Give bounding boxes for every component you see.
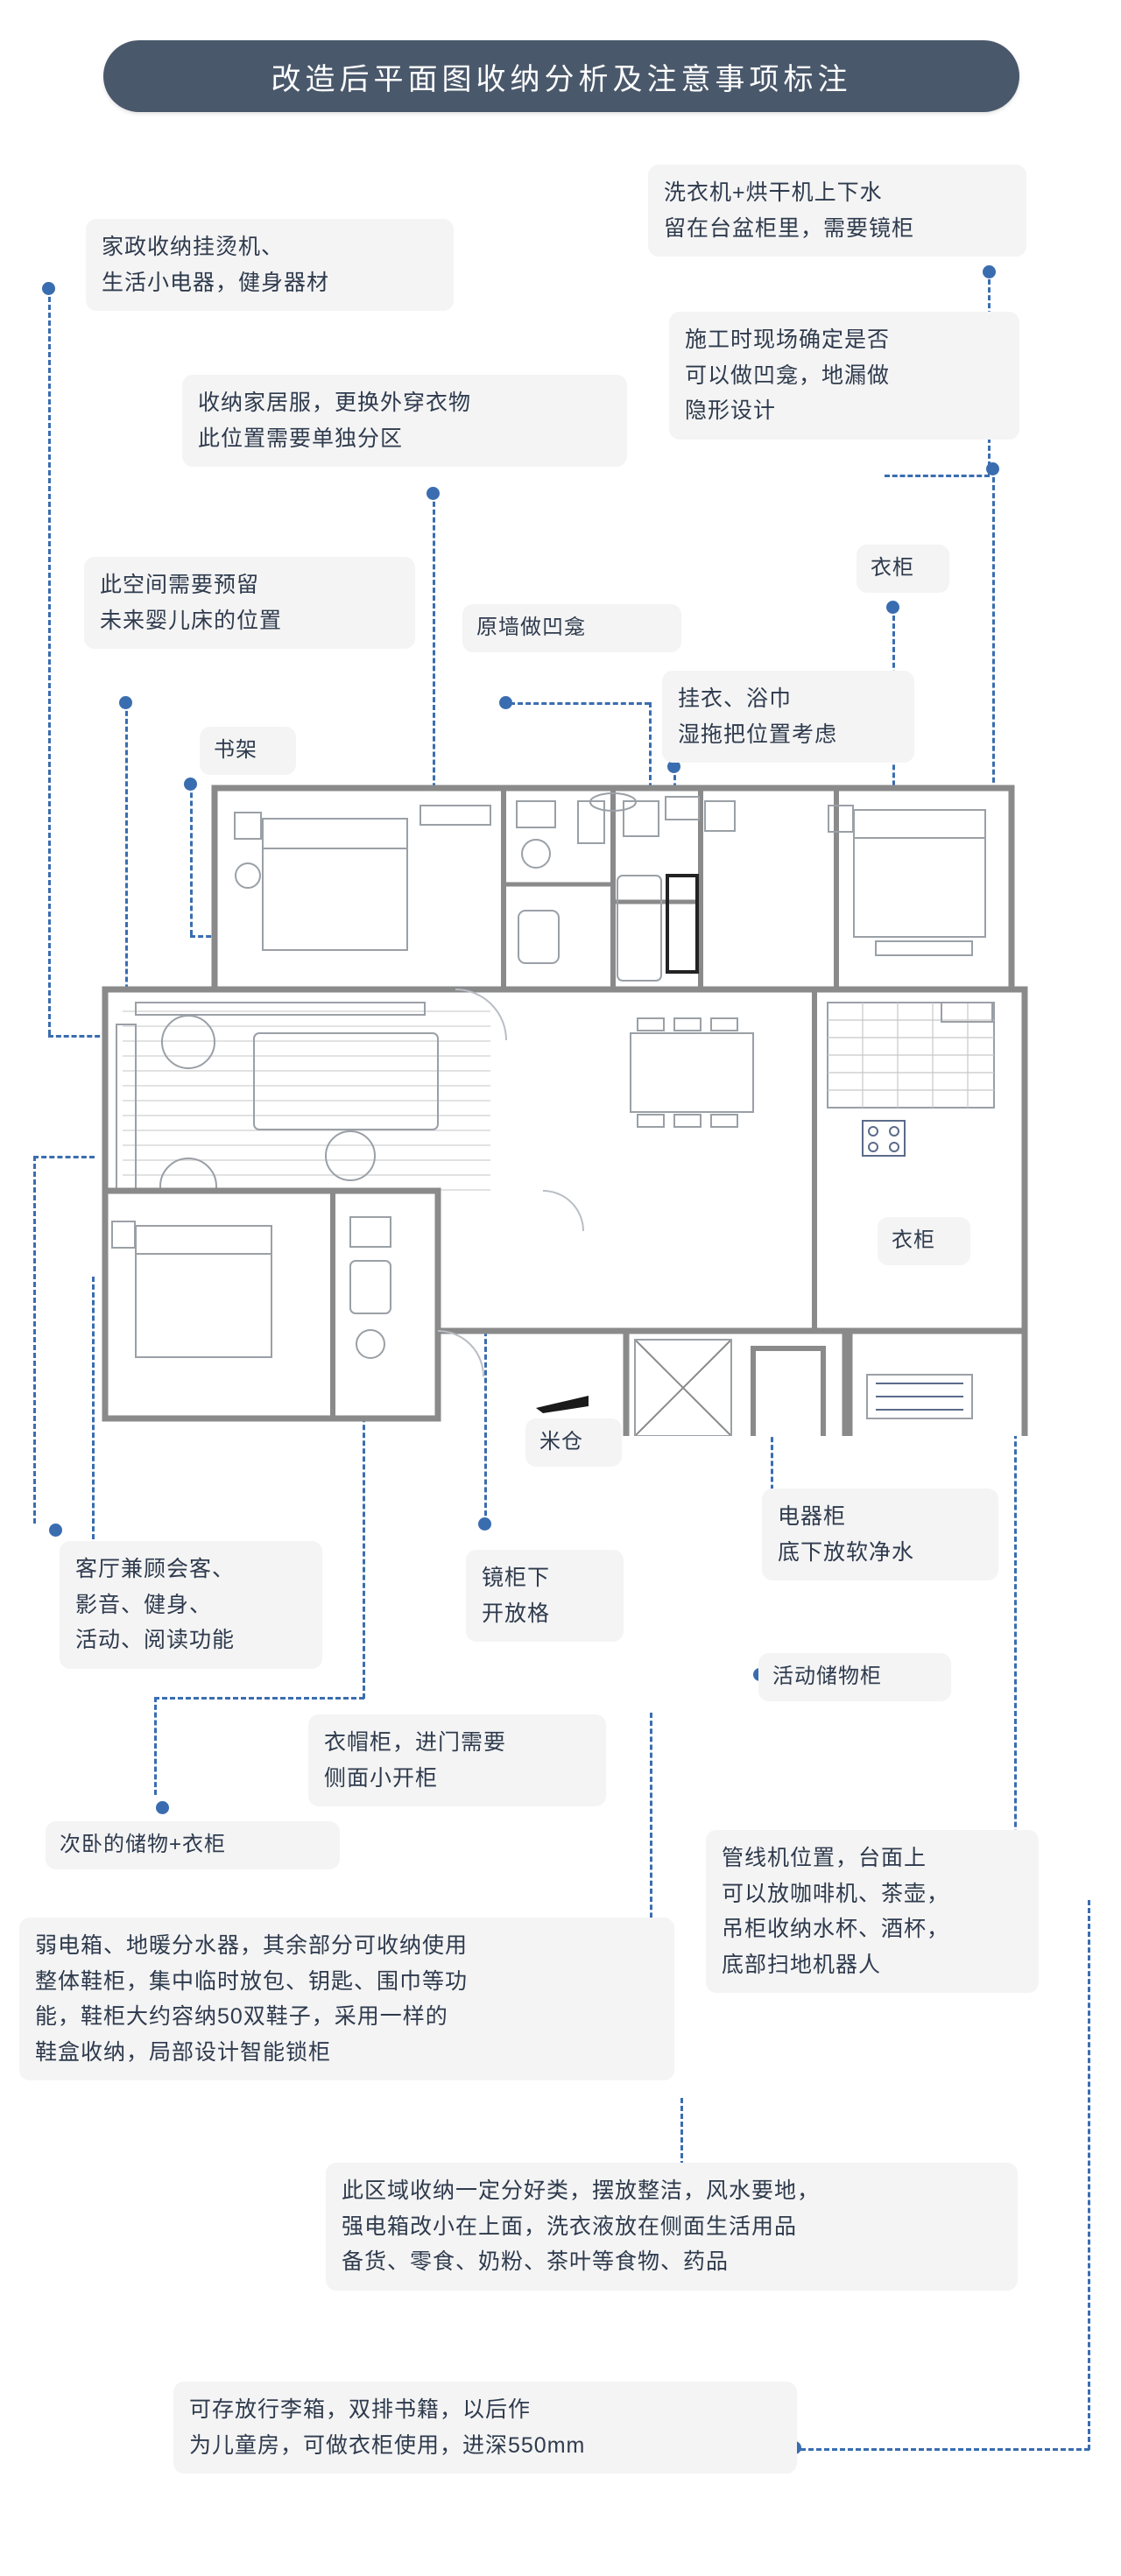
leader-dot-n04 (427, 487, 440, 500)
note-living-room-functions[interactable]: 客厅兼顾会客、 影音、健身、 活动、阅读功能 (60, 1541, 322, 1669)
note-mirror-cabinet-open-shelf[interactable]: 镜柜下 开放格 (466, 1550, 624, 1642)
leader-line-left-long (92, 1277, 95, 1539)
leader-dot-n10 (886, 601, 899, 614)
note-bookshelf-label[interactable]: 书架 (200, 727, 296, 775)
note-housekeeping-storage[interactable]: 家政收纳挂烫机、 生活小电器，健身器材 (86, 219, 454, 311)
note-reserve-crib-space[interactable]: 此空间需要预留 未来婴儿床的位置 (84, 557, 415, 649)
leader-dot-n09 (184, 778, 197, 791)
note-pipeline-machine-counter[interactable]: 管线机位置，台面上 可以放咖啡机、茶壶， 吊柜收纳水杯、酒杯， 底部扫地机器人 (706, 1830, 1039, 1993)
note-site-niche-floor-drain[interactable]: 施工时现场确定是否 可以做凹龛，地漏做 隐形设计 (669, 312, 1019, 440)
leader-line-n16c (363, 1338, 365, 1699)
leader-line-left-long-v2 (33, 1156, 36, 1524)
leader-dot-n06 (119, 696, 132, 709)
leader-line-n21b (1088, 1900, 1090, 2450)
leader-line-n03 (992, 469, 995, 846)
note-wardrobe-label[interactable]: 衣柜 (857, 545, 949, 593)
note-secondary-bedroom-storage[interactable]: 次卧的储物+衣柜 (46, 1821, 340, 1869)
leader-dot-n08 (667, 760, 680, 773)
leader-line-n16 (154, 1697, 157, 1795)
leader-line-n21 (800, 2448, 1089, 2451)
note-cloakroom-entry[interactable]: 衣帽柜，进门需要 侧面小开柜 (308, 1714, 606, 1806)
leader-line-n01b (885, 475, 990, 477)
note-original-wall-niche[interactable]: 原墙做凹龛 (462, 604, 681, 652)
leader-dot-n13 (49, 1524, 62, 1537)
page-title-bar: 改造后平面图收纳分析及注意事项标注 (103, 40, 1019, 112)
leader-line-n07 (510, 702, 650, 705)
leader-dot-n01 (983, 265, 996, 278)
note-entry-shoe-cabinet[interactable]: 弱电箱、地暖分水器，其余部分可收纳使用 整体鞋柜，集中临时放包、钥匙、围巾等功 … (19, 1918, 674, 2080)
note-rice-store-label[interactable]: 米仓 (525, 1418, 622, 1467)
entry-direction-arrow (536, 1396, 589, 1413)
leader-line-n14 (484, 1261, 487, 1524)
page-title: 改造后平面图收纳分析及注意事项标注 (271, 62, 852, 96)
leader-line-n15 (1014, 1243, 1017, 1883)
leader-dot-n17 (156, 1801, 169, 1814)
leader-line-n16b (154, 1697, 364, 1700)
leader-line-left-long-h (33, 1156, 95, 1158)
leader-dot-n02 (42, 282, 55, 295)
leader-dot-n03 (986, 462, 999, 475)
leader-dot-n14 (478, 1517, 491, 1531)
note-wardrobe-label-2[interactable]: 衣柜 (878, 1217, 970, 1265)
leader-line-n19b (650, 1713, 652, 1958)
note-appliance-cabinet[interactable]: 电器柜 底下放软净水 (762, 1489, 998, 1580)
note-luggage-books-childroom[interactable]: 可存放行李箱，双排书籍，以后作 为儿童房，可做衣柜使用，进深550mm (173, 2382, 797, 2474)
note-hang-towel-mop[interactable]: 挂衣、浴巾 湿拖把位置考虑 (662, 671, 914, 763)
leader-line-n02 (48, 289, 51, 1035)
leader-line-n20 (680, 2098, 683, 2214)
leader-line-n09 (190, 785, 193, 935)
note-movable-storage-cabinet[interactable]: 活动储物柜 (758, 1653, 951, 1701)
leader-line-n02b (48, 1035, 108, 1038)
renovated-floor-plan-drawing (102, 785, 1028, 1436)
leader-line-n06 (125, 703, 128, 1029)
leader-line-n07b (649, 702, 652, 853)
note-homewear-storage[interactable]: 收纳家居服，更换外穿衣物 此位置需要单独分区 (182, 375, 627, 467)
note-area-sorting-storage[interactable]: 此区域收纳一定分好类，摆放整洁，风水要地， 强电箱改小在上面，洗衣液放在侧面生活… (326, 2163, 1018, 2291)
note-laundry-plumbing[interactable]: 洗衣机+烘干机上下水 留在台盆柜里，需要镜柜 (648, 165, 1026, 257)
leader-line-n04 (433, 494, 435, 921)
leader-dot-n07 (499, 696, 512, 709)
